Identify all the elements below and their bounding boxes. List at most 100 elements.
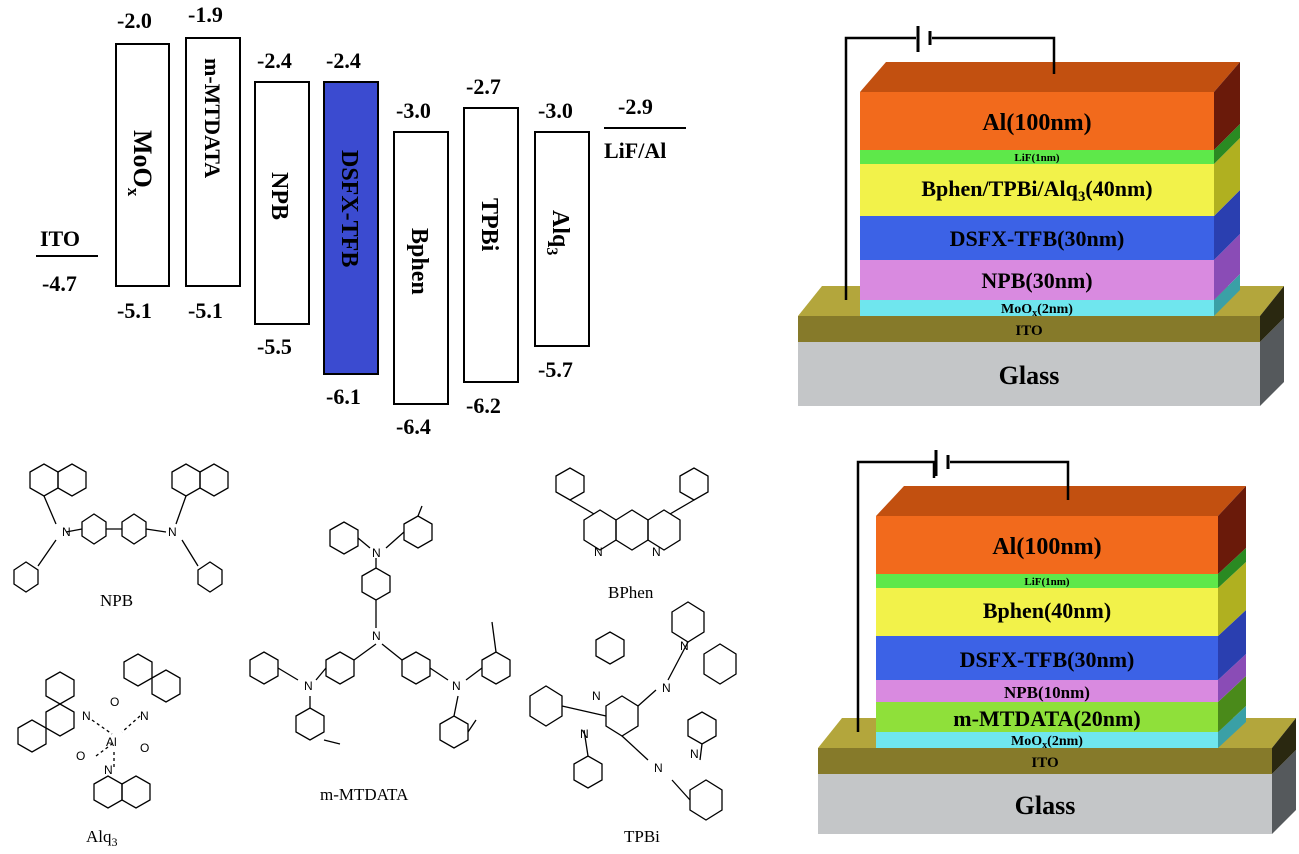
npb-caption: NPB: [100, 591, 133, 610]
device2-al-label: Al(100nm): [992, 534, 1101, 560]
device1-glass-label: Glass: [999, 361, 1060, 390]
tpbi-n-atom: N: [662, 681, 671, 695]
moox-homo: -5.1: [117, 298, 152, 323]
alq3-al-atom: Al: [106, 735, 117, 749]
ito-value: -4.7: [42, 271, 77, 296]
alq3-name: Alq3: [543, 210, 573, 255]
alq3-caption: Alq3: [86, 827, 118, 849]
device2-ito: [818, 748, 1272, 774]
bphen-n-atom-2: N: [652, 545, 661, 559]
alq3-homo: -5.7: [538, 357, 573, 382]
moox-name: MoOx: [124, 130, 157, 197]
device2-glass-label: Glass: [1015, 791, 1076, 820]
dsfx-tfb-homo: -6.1: [326, 384, 361, 409]
tpbi-name: TPBi: [476, 198, 502, 252]
npb-n-atom: N: [62, 525, 71, 539]
device1-lif: [860, 150, 1214, 164]
device1-glass: [798, 342, 1260, 406]
alq3-n-atom: N: [82, 709, 91, 723]
device1-al-label: Al(100nm): [982, 110, 1091, 136]
alq3-n-atom-2: N: [140, 709, 149, 723]
device1-npb: [860, 260, 1214, 300]
alq3-bar: [534, 131, 590, 347]
device2-npb-label: NPB(10nm): [1004, 683, 1090, 702]
bphen-structure: [555, 467, 709, 551]
bphen-n-atom: N: [594, 545, 603, 559]
tpbi-homo: -6.2: [466, 393, 501, 418]
energy-diagram: ITO -4.7 -2.0 -5.1 MoOx -1.9 -5.1 m-MTDA…: [36, 2, 686, 439]
ito-label: ITO: [40, 226, 80, 251]
mmtdata-lumo: -1.9: [188, 2, 223, 27]
device2-moox: [876, 732, 1218, 748]
device1-etl-label: Bphen/TPBi/Alq3(40nm): [921, 176, 1152, 205]
tpbi-structure: [529, 601, 737, 821]
tpbi-n-atom-2: N: [680, 639, 689, 653]
device-2-stack: Glass ITO MoOx(2nm) m-MTDATA(20nm) NPB(1…: [818, 450, 1296, 834]
device1-npb-label: NPB(30nm): [981, 268, 1092, 293]
device2-circuit-wire: [856, 460, 1070, 732]
npb-lumo: -2.4: [257, 48, 292, 73]
bphen-caption: BPhen: [608, 583, 654, 602]
device1-etl: [860, 164, 1214, 216]
bphen-name: Bphen: [406, 228, 432, 295]
mmtdata-n-atom-2: N: [372, 629, 381, 643]
device1-moox-label: MoOx(2nm): [1001, 302, 1073, 319]
device2-al: [876, 516, 1218, 574]
alq3-structure: [17, 653, 181, 809]
device2-mmtdata-label: m-MTDATA(20nm): [953, 706, 1140, 731]
device2-lif-label: LiF(1nm): [1024, 576, 1070, 588]
alq3-lumo: -3.0: [538, 98, 573, 123]
alq3-n-atom-3: N: [104, 763, 113, 777]
device1-dsfx-tfb-label: DSFX-TFB(30nm): [950, 226, 1125, 251]
mmtdata-n-atom-4: N: [452, 679, 461, 693]
npb-n-atom-2: N: [168, 525, 177, 539]
device2-bphen-label: Bphen(40nm): [983, 598, 1111, 623]
device2-dsfx-tfb: [876, 636, 1218, 680]
device2-moox-label: MoOx(2nm): [1011, 734, 1083, 751]
alq3-o-atom-2: O: [76, 749, 85, 763]
moox-bar: [115, 43, 170, 287]
mmtdata-bar: [185, 37, 241, 287]
mmtdata-caption: m-MTDATA: [320, 785, 409, 804]
alq3-o-atom: O: [110, 695, 119, 709]
device2-npb: [876, 680, 1218, 702]
device2-lif: [876, 574, 1218, 588]
bphen-lumo: -3.0: [396, 98, 431, 123]
bphen-bar: [393, 131, 449, 405]
npb-name: NPB: [266, 172, 292, 220]
device1-ito-label: ITO: [1015, 323, 1042, 339]
npb-homo: -5.5: [257, 334, 292, 359]
moox-lumo: -2.0: [117, 8, 152, 33]
mmtdata-name: m-MTDATA: [200, 58, 225, 178]
dsfx-tfb-name: DSFX-TFB: [336, 150, 362, 267]
npb-structure: [13, 463, 229, 593]
tpbi-n-atom-3: N: [592, 689, 601, 703]
mmtdata-n-atom-3: N: [304, 679, 313, 693]
device2-bphen: [876, 588, 1218, 636]
lif-label: LiF/Al: [604, 138, 666, 163]
tpbi-n-atom-5: N: [654, 761, 663, 775]
device1-moox: [860, 300, 1214, 316]
dsfx-tfb-bar: [323, 81, 379, 375]
device2-mmtdata: [876, 702, 1218, 732]
mmtdata-homo: -5.1: [188, 298, 223, 323]
lif-value: -2.9: [618, 94, 653, 119]
device2-glass: [818, 774, 1272, 834]
device1-circuit-wire: [844, 36, 1056, 300]
mmtdata-n-atom: N: [372, 546, 381, 560]
device2-ito-label: ITO: [1031, 755, 1058, 771]
alq3-o-atom-3: O: [140, 741, 149, 755]
molecule-structures: [13, 463, 737, 821]
mmtdata-structure: [249, 505, 511, 749]
tpbi-lumo: -2.7: [466, 74, 501, 99]
device1-al: [860, 92, 1214, 150]
device1-ito: [798, 316, 1260, 342]
atom-labels: N N N N N N N N N N N O O O Al N N N N N…: [62, 525, 699, 777]
device1-dsfx-tfb: [860, 216, 1214, 260]
device-1-stack: Glass ITO MoOx(2nm) NPB(30nm) DSFX-TFB(3…: [798, 26, 1284, 406]
npb-bar: [254, 81, 310, 325]
device2-dsfx-tfb-label: DSFX-TFB(30nm): [960, 647, 1135, 672]
tpbi-n-atom-4: N: [580, 727, 589, 741]
